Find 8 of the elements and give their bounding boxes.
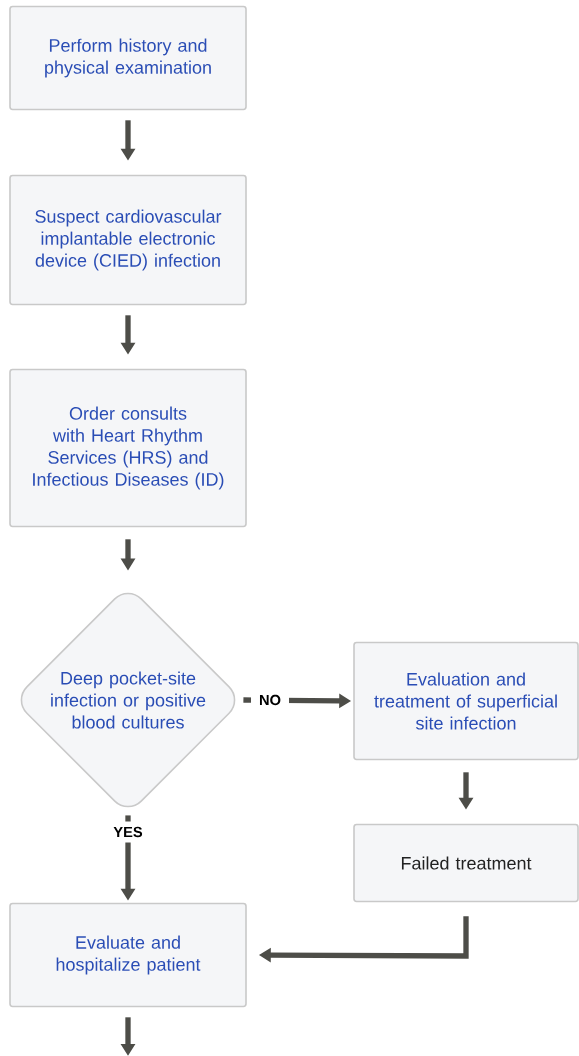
process-box: Suspect cardiovascular implantable electronic device (CIED) infection <box>9 174 247 306</box>
edge-label: NO <box>251 689 289 711</box>
process-box: Evaluation and treatment of superficial site infection <box>353 641 579 761</box>
process-box: Evaluate and hospitalize patient <box>9 902 247 1008</box>
process-box: Failed treatment <box>353 823 579 903</box>
edge-label: YES <box>105 821 151 843</box>
process-box: Order consults with Heart Rhythm Services (HRS) and Infectious Diseases (ID) <box>9 368 247 528</box>
process-box: Perform history and physical examination <box>9 5 247 111</box>
